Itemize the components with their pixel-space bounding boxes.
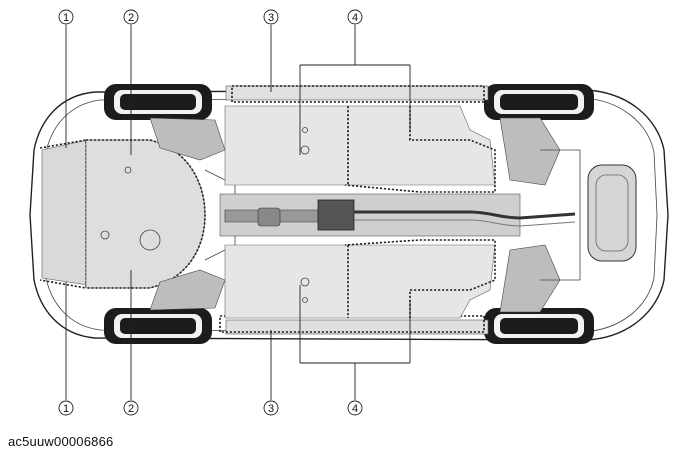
callout-bottom-2: 2 <box>123 400 139 416</box>
front-left-tire <box>104 84 212 120</box>
callout-top-4-label: 4 <box>352 12 358 24</box>
figure-code: ac5uuw00006866 <box>8 434 114 449</box>
rear-suspension <box>499 117 581 313</box>
callout-bottom-3: 3 <box>263 400 279 416</box>
callout-top-1: 1 <box>58 9 74 25</box>
rear-left-tire <box>484 84 594 120</box>
left-floor-under-cover <box>224 105 496 193</box>
front-right-tire <box>104 308 212 344</box>
right-floor-under-cover <box>224 239 496 319</box>
engine-under-cover <box>85 139 206 289</box>
front-suspension <box>149 117 236 311</box>
callout-top-4: 4 <box>347 9 363 25</box>
callout-top-2: 2 <box>123 9 139 25</box>
callout-bottom-2-label: 2 <box>128 403 134 415</box>
left-side-sill <box>225 85 489 103</box>
right-side-sill <box>219 315 489 335</box>
vehicle-underbody-diagram: 1 2 3 4 1 2 3 4 <box>29 9 669 416</box>
exhaust-system <box>219 193 576 237</box>
rear-right-tire <box>484 308 594 344</box>
callout-bottom-4: 4 <box>347 400 363 416</box>
front-under-cover <box>39 139 89 289</box>
top-leaders <box>65 25 411 155</box>
callout-bottom-4-label: 4 <box>352 403 358 415</box>
rear-muffler <box>587 164 637 262</box>
callout-top-3-label: 3 <box>268 12 274 24</box>
callout-top-2-label: 2 <box>128 12 134 24</box>
bottom-leaders <box>65 270 411 400</box>
callout-bottom-1: 1 <box>58 400 74 416</box>
callout-top-1-label: 1 <box>63 12 69 24</box>
callout-bottom-3-label: 3 <box>268 403 274 415</box>
callout-bottom-1-label: 1 <box>63 403 69 415</box>
callout-top-3: 3 <box>263 9 279 25</box>
